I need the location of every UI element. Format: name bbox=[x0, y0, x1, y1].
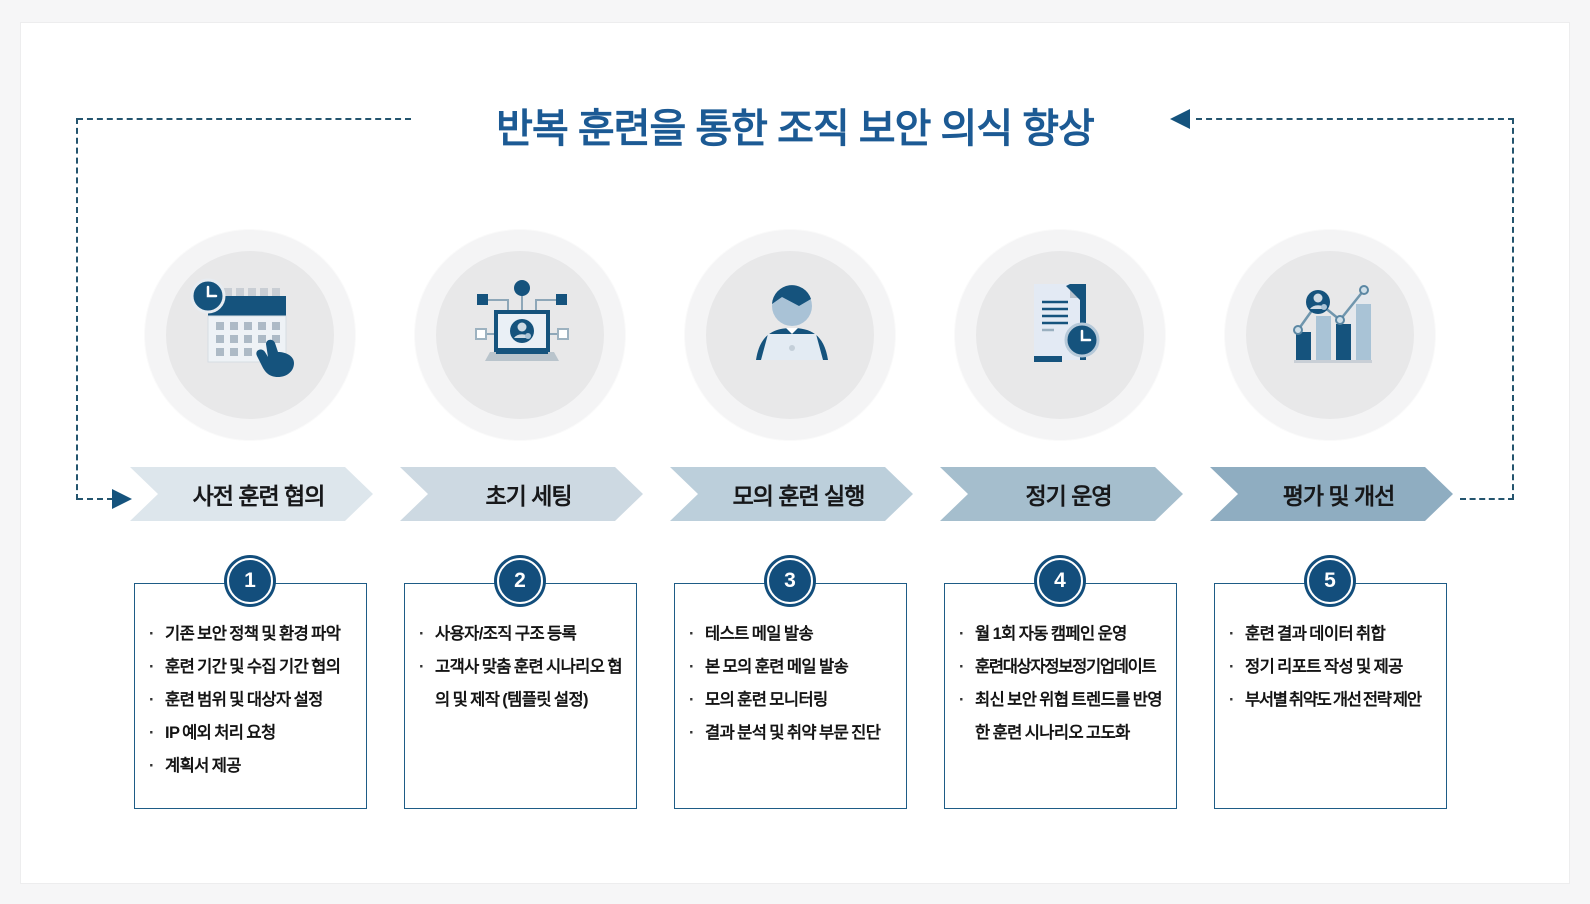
list-item: ·훈련 기간 및 수집 기간 협의 bbox=[149, 658, 341, 676]
network-setup-icon bbox=[475, 280, 569, 361]
step4-banner: 정기 운영 bbox=[940, 467, 1183, 521]
list-item: ·훈련대상자정보정기업데이트 bbox=[959, 658, 1157, 676]
dashed-line-left-vertical bbox=[76, 118, 78, 500]
step1-number-badge: 1 bbox=[227, 558, 273, 604]
list-item: ·계획서 제공 bbox=[149, 757, 241, 775]
step3-number-badge: 3 bbox=[767, 558, 813, 604]
step-column-4: 정기 운영 4 ·월 1회 자동 캠페인 운영 ·훈련대상자정보정기업데이트 ·… bbox=[938, 0, 1183, 904]
list-item: ·월 1회 자동 캠페인 운영 bbox=[959, 625, 1127, 643]
step2-icon-circle bbox=[415, 230, 625, 440]
loop-arrowhead-to-title-icon bbox=[1170, 109, 1190, 129]
user-laptop-icon bbox=[756, 285, 828, 360]
dashed-line-bottom-left bbox=[77, 498, 113, 500]
list-item: ·모의 훈련 모니터링 bbox=[689, 691, 828, 709]
step1-icon-circle bbox=[145, 230, 355, 440]
step5-icon-circle bbox=[1225, 230, 1435, 440]
step5-banner-label: 평가 및 개선 bbox=[1282, 483, 1395, 509]
list-item: ·테스트 메일 발송 bbox=[689, 625, 814, 643]
list-item: ·부서별 취약도 개선 전략 제안 bbox=[1229, 691, 1422, 709]
step2-banner: 초기 세팅 bbox=[400, 467, 643, 521]
dashed-line-right-vertical bbox=[1512, 118, 1514, 500]
page-title: 반복 훈련을 통한 조직 보안 의식 향상 bbox=[496, 107, 1095, 151]
calendar-schedule-icon bbox=[190, 278, 294, 377]
list-item: ·정기 리포트 작성 및 제공 bbox=[1229, 658, 1403, 676]
dashed-line-bottom-right bbox=[1460, 498, 1514, 500]
list-item: ·사용자/조직 구조 등록 bbox=[419, 625, 577, 643]
step2-number-badge: 2 bbox=[497, 558, 543, 604]
step3-icon-circle bbox=[685, 230, 895, 440]
step5-number-badge: 5 bbox=[1307, 558, 1353, 604]
step-column-5: 평가 및 개선 5 ·훈련 결과 데이터 취합 ·정기 리포트 작성 및 제공 … bbox=[1208, 0, 1453, 904]
list-item: ·기존 보안 정책 및 환경 파악 bbox=[149, 625, 341, 643]
document-clock-icon bbox=[1034, 284, 1100, 362]
list-item: ·훈련 결과 데이터 취합 bbox=[1229, 625, 1386, 643]
analytics-chart-icon bbox=[1293, 285, 1372, 363]
step1-banner: 사전 훈련 협의 bbox=[130, 467, 373, 521]
list-item: ·결과 분석 및 취약 부문 진단 bbox=[689, 724, 881, 742]
step5-banner: 평가 및 개선 bbox=[1210, 467, 1453, 521]
step4-detail-box: ·월 1회 자동 캠페인 운영 ·훈련대상자정보정기업데이트 ·최신 보안 위협… bbox=[944, 583, 1177, 809]
step3-banner-label: 모의 훈련 실행 bbox=[732, 483, 865, 509]
list-item: ·본 모의 훈련 메일 발송 bbox=[689, 658, 849, 676]
dashed-line-top-right bbox=[1196, 118, 1514, 120]
list-item: ·훈련 범위 및 대상자 설정 bbox=[149, 691, 323, 709]
step3-banner: 모의 훈련 실행 bbox=[670, 467, 913, 521]
list-item: ·최신 보안 위협 트렌드를 반영한 훈련 시나리오 고도화 bbox=[959, 691, 1163, 742]
step4-icon-circle bbox=[955, 230, 1165, 440]
list-item: ·고객사 맞춤 훈련 시나리오 협의 및 제작 (템플릿 설정) bbox=[419, 658, 623, 709]
dashed-line-top-left bbox=[77, 118, 411, 120]
loop-arrowhead-to-step1-icon bbox=[112, 489, 132, 509]
step-column-3: 모의 훈련 실행 3 ·테스트 메일 발송 ·본 모의 훈련 메일 발송 ·모의… bbox=[668, 0, 913, 904]
step1-banner-label: 사전 훈련 협의 bbox=[192, 483, 325, 509]
list-item: ·IP 예외 처리 요청 bbox=[149, 724, 276, 742]
step-column-1: 사전 훈련 협의 1 ·기존 보안 정책 및 환경 파악 ·훈련 기간 및 수집… bbox=[128, 0, 373, 904]
step1-detail-box: ·기존 보안 정책 및 환경 파악 ·훈련 기간 및 수집 기간 협의 ·훈련 … bbox=[134, 583, 367, 809]
step-column-2: 초기 세팅 2 ·사용자/조직 구조 등록 ·고객사 맞춤 훈련 시나리오 협의… bbox=[398, 0, 643, 904]
step3-detail-box: ·테스트 메일 발송 ·본 모의 훈련 메일 발송 ·모의 훈련 모니터링 ·결… bbox=[674, 583, 907, 809]
step2-banner-label: 초기 세팅 bbox=[485, 483, 572, 509]
step4-number-badge: 4 bbox=[1037, 558, 1083, 604]
step2-detail-box: ·사용자/조직 구조 등록 ·고객사 맞춤 훈련 시나리오 협의 및 제작 (템… bbox=[404, 583, 637, 809]
step4-banner-label: 정기 운영 bbox=[1025, 483, 1112, 509]
step5-detail-box: ·훈련 결과 데이터 취합 ·정기 리포트 작성 및 제공 ·부서별 취약도 개… bbox=[1214, 583, 1447, 809]
